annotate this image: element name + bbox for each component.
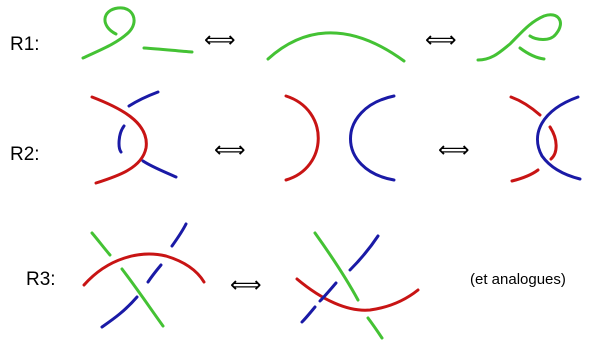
r2-over-left xyxy=(90,90,178,185)
label-r1: R1: xyxy=(10,34,40,55)
r2-over-right xyxy=(509,95,582,183)
r1-loop-right xyxy=(476,13,562,62)
r3-left xyxy=(82,222,206,329)
label-r2: R2: xyxy=(10,144,40,165)
equiv-r3: ⟺ xyxy=(230,273,262,298)
equiv-r1-b: ⟺ xyxy=(425,28,457,53)
r2-separated xyxy=(284,94,396,182)
note-et-analogues: (et analogues) xyxy=(470,271,566,288)
equiv-r1-a: ⟺ xyxy=(204,28,236,53)
r1-arc xyxy=(266,31,406,63)
equiv-r2-b: ⟺ xyxy=(438,138,470,163)
equiv-r2-a: ⟺ xyxy=(214,138,246,163)
r3-right xyxy=(295,231,420,340)
label-r3: R3: xyxy=(26,269,56,290)
r1-loop-left xyxy=(81,6,194,60)
